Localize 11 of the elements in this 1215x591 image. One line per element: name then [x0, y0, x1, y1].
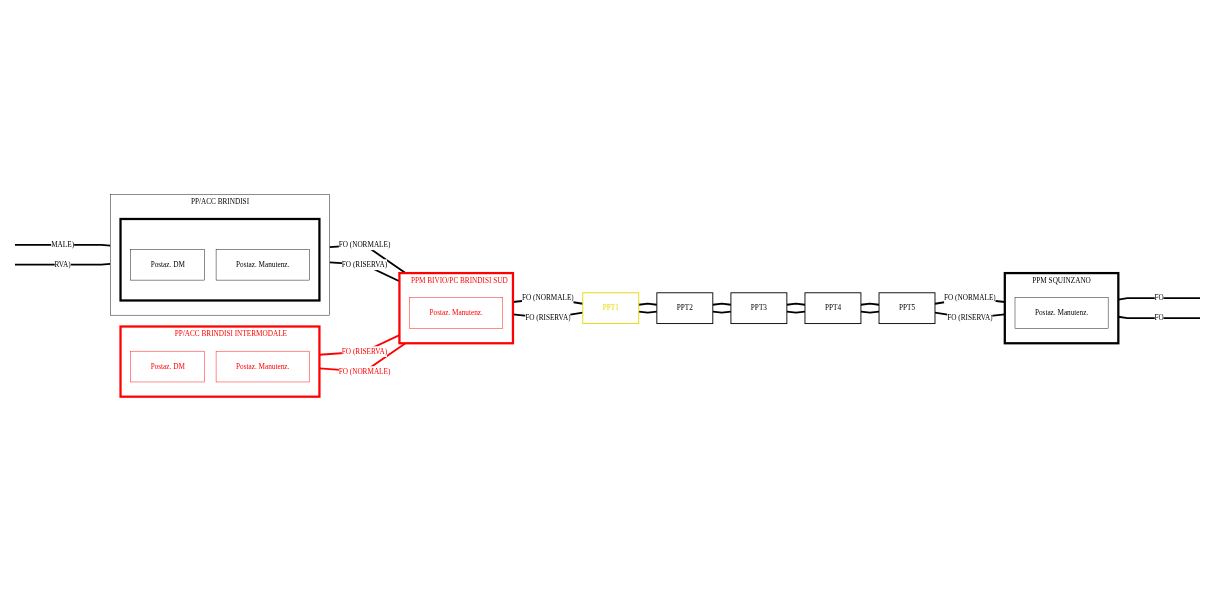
- connector: [14, 263, 112, 266]
- connector: [711, 302, 732, 306]
- connector: [637, 302, 658, 306]
- cluster: [119, 217, 321, 302]
- connector: [785, 310, 806, 314]
- connector: [637, 310, 658, 314]
- connector: [711, 310, 732, 314]
- connector: [860, 310, 880, 314]
- connector: [860, 302, 880, 306]
- connector: [785, 302, 806, 306]
- connector: [328, 243, 407, 274]
